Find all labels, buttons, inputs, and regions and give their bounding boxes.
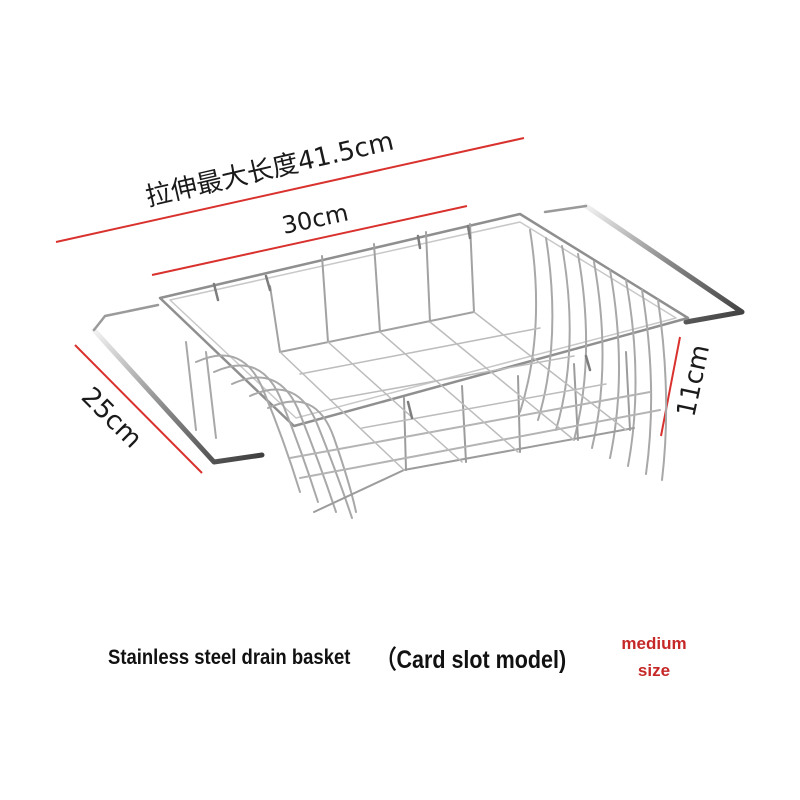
width-line: [74, 344, 203, 474]
max-length-label: 拉伸最大长度41.5cm: [143, 127, 397, 213]
width-label: 25cm: [75, 382, 148, 455]
max-length-line: [55, 137, 525, 243]
size-note-line1: medium: [621, 634, 687, 653]
size-note: medium size: [614, 630, 694, 684]
basket-rim: [158, 212, 690, 428]
length-line: [151, 205, 468, 276]
size-note-line2: size: [637, 661, 671, 680]
rail-hooks: [212, 224, 592, 420]
product-model: （Card slot model): [375, 646, 567, 674]
product-caption: Stainless steel drain basket （Card slot …: [108, 640, 598, 676]
plate-ribs: [185, 341, 357, 519]
product-name: Stainless steel drain basket: [108, 646, 351, 669]
drain-basket: [91, 203, 745, 519]
height-label: 11cm: [672, 342, 716, 419]
basket-base-grid: [279, 311, 627, 471]
extension-rails: [91, 203, 745, 465]
height-line: [660, 336, 681, 437]
dimension-lines: [55, 137, 681, 474]
dish-slot-ribs: [519, 229, 668, 481]
